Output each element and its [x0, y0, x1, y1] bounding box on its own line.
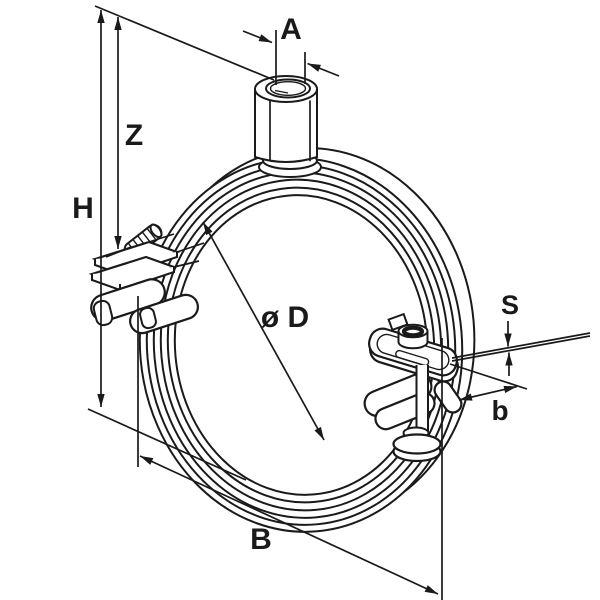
diameter-dimension-line [202, 221, 325, 441]
b-small-dimension-line [458, 385, 518, 401]
flange-slot [395, 349, 430, 367]
tab-shape [139, 306, 157, 330]
clamp-ring [138, 147, 476, 533]
dim-label-diameter: ø D [261, 301, 309, 334]
nut-thread-tick [274, 89, 289, 94]
dim-label-big-b: B [250, 523, 272, 556]
hex-nut-assembly [254, 75, 322, 178]
washer-top [392, 433, 442, 455]
b-rail-extension-line [449, 363, 528, 390]
left-tab-2 [139, 306, 157, 330]
dimension-labels: A Z H ø D S b B [72, 13, 519, 556]
z-bottom-tick [105, 246, 132, 258]
screw-head [149, 223, 163, 239]
s-band-extension-lines [451, 332, 591, 362]
dimension-lines [87, 5, 591, 600]
hex-nut-facet-edges [269, 100, 311, 162]
a-arrow-left [242, 30, 273, 44]
left-closure [88, 223, 205, 335]
b-extension-lines [137, 296, 443, 600]
dim-label-b: b [491, 395, 508, 426]
boss-dark-ring [401, 325, 425, 338]
dim-label-s: S [501, 290, 519, 320]
flange-neck-lines [148, 233, 205, 268]
nut-bore-outer [265, 78, 311, 99]
dim-label-z: Z [125, 119, 143, 152]
nut-bore-chamfer [269, 80, 307, 96]
a-extension-lines [275, 30, 306, 85]
a-arrow-right [307, 62, 340, 77]
h-top-reference-line [94, 5, 275, 81]
screw-shaft-fill [416, 365, 428, 440]
dim-label-a: A [280, 13, 302, 46]
b-large-dimension-line [139, 455, 439, 595]
dim-label-h: H [72, 192, 94, 225]
